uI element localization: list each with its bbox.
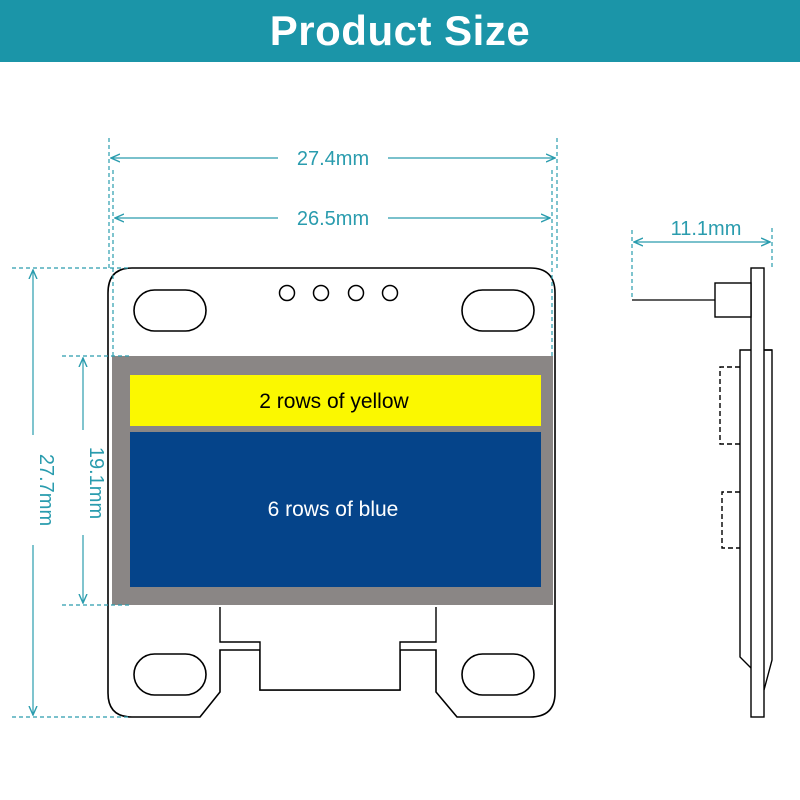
connector-tab (219, 607, 437, 691)
yellow-area-label: 2 rows of yellow (259, 390, 409, 413)
board-side-view (632, 267, 773, 718)
display-height-label: 19.1mm (85, 447, 107, 519)
mounting-slot-top-right (461, 289, 535, 332)
pin-hole-3 (347, 284, 365, 302)
total-height-label: 27.7mm (35, 454, 57, 526)
yellow-area (130, 375, 541, 426)
board-front-view: 2 rows of yellow 6 rows of blue (107, 267, 556, 718)
mounting-slot-bottom-left (133, 653, 207, 696)
header-band: Product Size (0, 0, 800, 62)
side-component-upper (719, 366, 740, 445)
page-title: Product Size (269, 7, 531, 54)
pin-hole-2 (312, 284, 330, 302)
thickness-label-bg (660, 214, 754, 238)
side-dimensions (631, 228, 773, 300)
side-pin-header (714, 282, 752, 318)
blue-area-label: 6 rows of blue (268, 498, 399, 521)
side-panel-layer (739, 349, 752, 669)
outer-width-label: 27.4mm (297, 148, 369, 170)
side-component-lower (721, 491, 740, 549)
mounting-slot-bottom-right (461, 653, 535, 696)
side-panel-right (763, 349, 773, 691)
pin-hole-1 (278, 284, 296, 302)
front-dimensions (12, 138, 558, 718)
thickness-label: 11.1mm (671, 218, 742, 240)
side-pcb (750, 267, 765, 718)
blue-area (130, 432, 541, 587)
inner-width-label: 26.5mm (297, 208, 369, 230)
mounting-slot-top-left (133, 289, 207, 332)
pin-hole-4 (381, 284, 399, 302)
